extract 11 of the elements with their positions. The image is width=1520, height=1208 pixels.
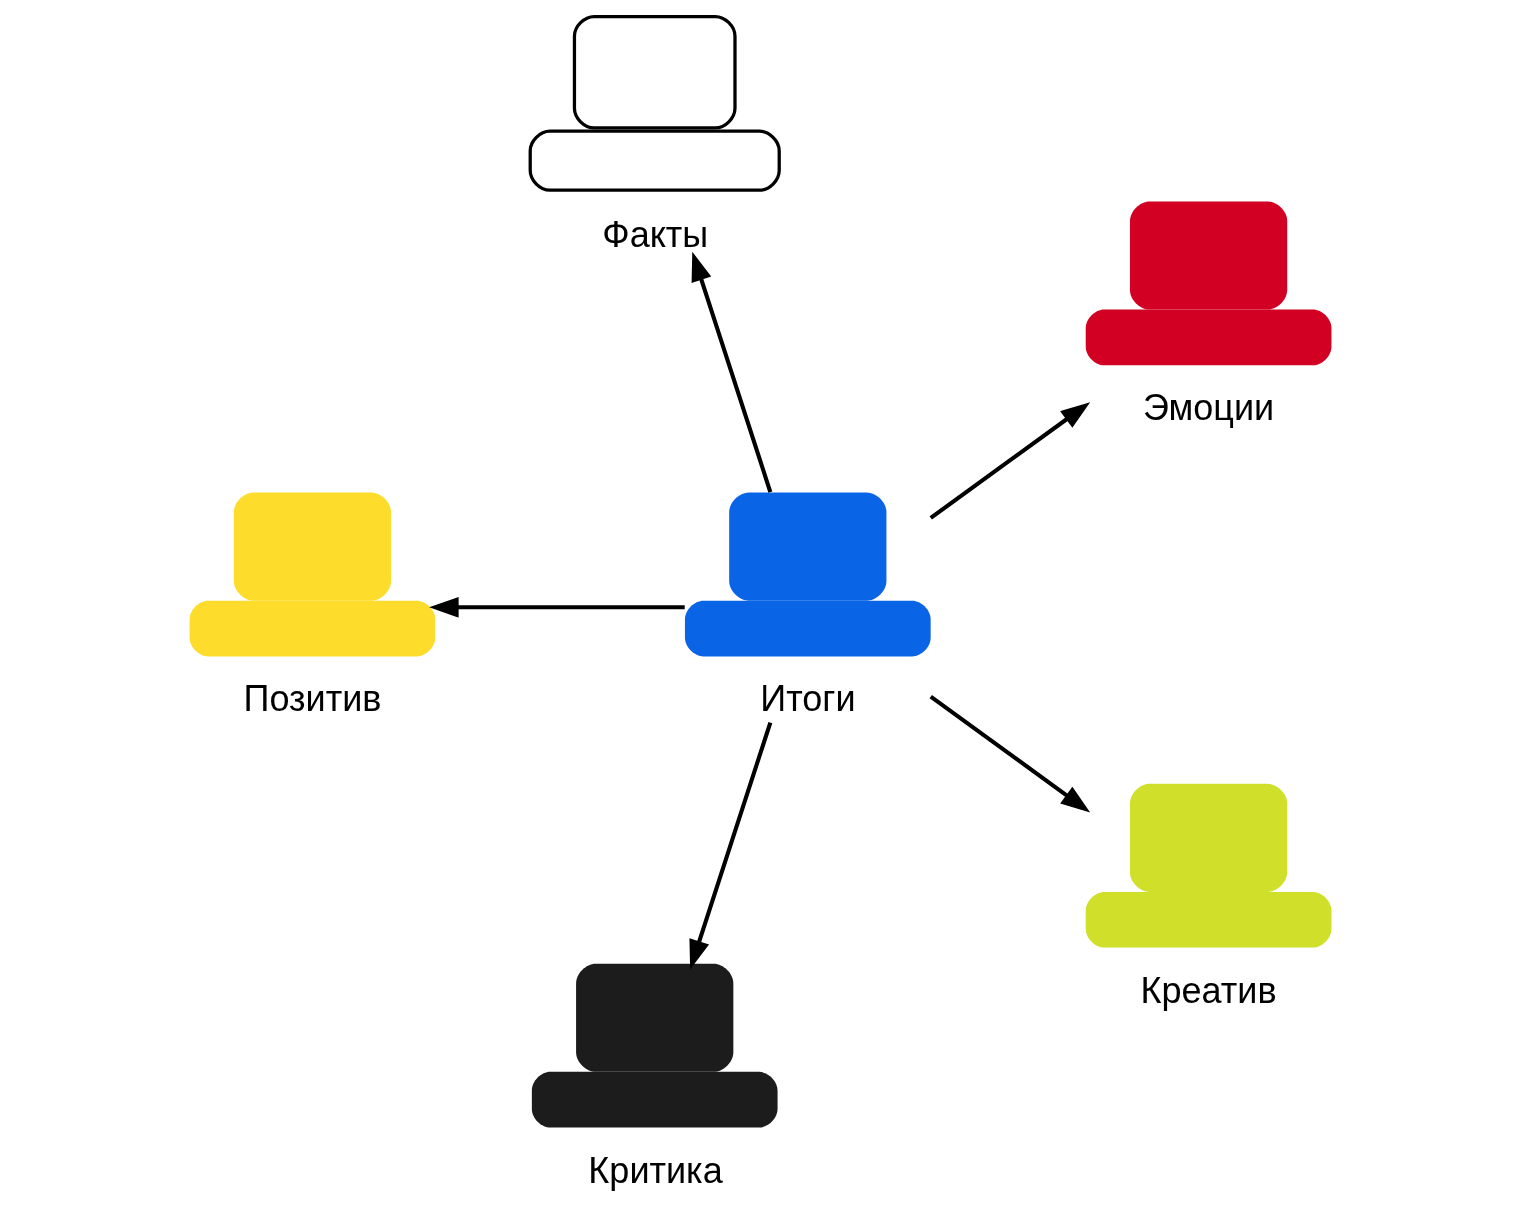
arrow [929,402,1090,520]
node-label: Критика [587,1149,723,1191]
node-label: Факты [601,213,708,255]
node-label: Эмоции [1142,387,1274,429]
node-label: Позитив [243,678,381,720]
arrow [688,721,772,970]
node-label: Креатив [1140,969,1277,1011]
arrow [691,251,772,493]
arrow [929,694,1090,813]
arrow [428,596,685,618]
node-label: Итоги [759,678,856,720]
